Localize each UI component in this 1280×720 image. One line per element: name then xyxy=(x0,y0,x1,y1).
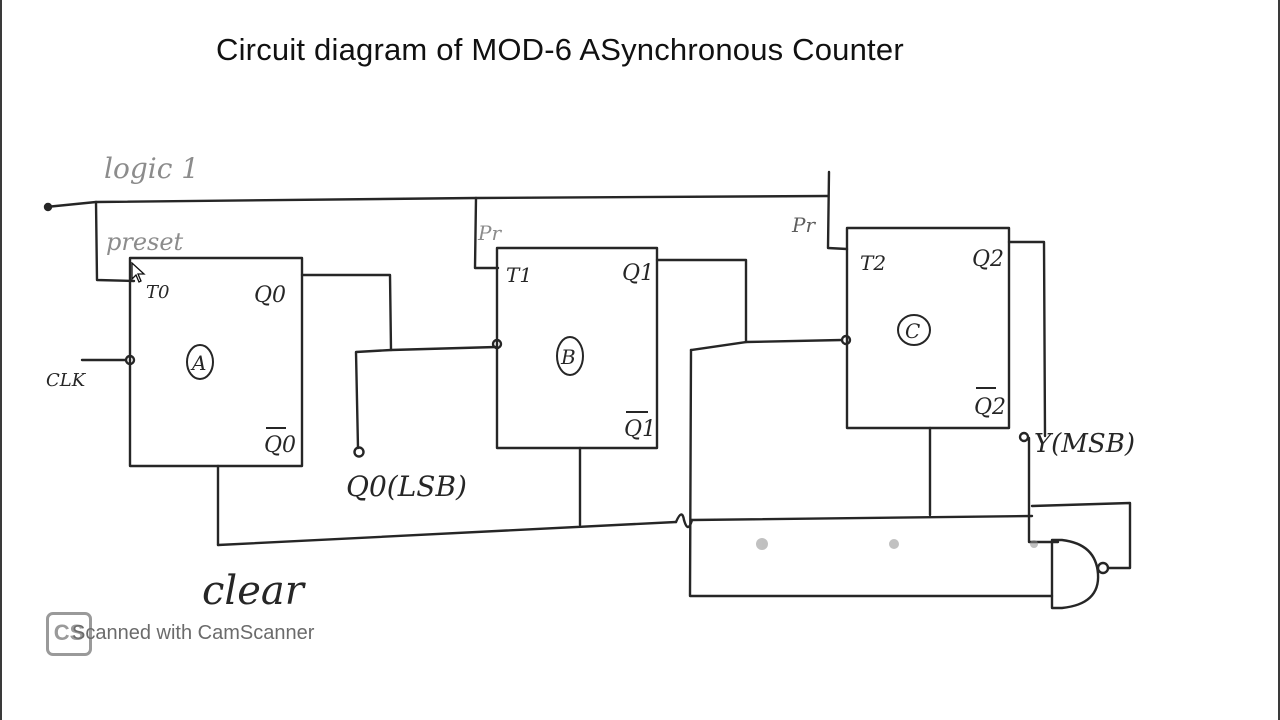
clk-label: CLK xyxy=(46,370,87,391)
flipflop-a-box xyxy=(128,256,304,468)
logic1-label: logic 1 xyxy=(104,152,199,185)
t0-label: T0 xyxy=(146,282,169,303)
qbar0-label: Q0 xyxy=(264,433,296,458)
q1-tap-wire xyxy=(689,340,748,352)
q0-lsb-terminal xyxy=(353,446,365,458)
frame-edge-left xyxy=(0,0,2,720)
q1-label: Q1 xyxy=(622,261,654,286)
gate-output-wire xyxy=(1030,501,1132,570)
q1-feedback-wire xyxy=(688,348,1054,598)
logic1-terminal xyxy=(43,202,53,212)
msb-label: Y(MSB) xyxy=(1034,429,1135,459)
watermark-text: Scanned with CamScanner xyxy=(72,622,315,644)
q2-label: Q2 xyxy=(972,247,1004,272)
flipflop-c-box xyxy=(845,226,1011,430)
mouse-cursor-icon xyxy=(131,261,147,289)
flipflop-b-label: B xyxy=(560,345,576,369)
camscanner-logo-icon: CS xyxy=(46,612,92,656)
pr-b-label: Pr xyxy=(477,221,502,245)
q0-wire xyxy=(300,273,498,352)
camscanner-watermark: CS Scanned with CamScanner xyxy=(46,610,376,658)
clear-bus-wire xyxy=(216,514,1034,547)
scan-smudge xyxy=(756,538,768,550)
q1-wire xyxy=(655,258,844,344)
qbar2-label: Q2 xyxy=(974,395,1006,420)
scan-smudge xyxy=(1030,540,1038,548)
t2-label: T2 xyxy=(860,251,886,275)
preset-b-wire xyxy=(473,196,500,270)
q2-msb-terminal xyxy=(1018,431,1030,443)
page-title: Circuit diagram of MOD-6 ASynchronous Co… xyxy=(216,32,904,67)
q2-wire xyxy=(1007,240,1047,438)
q0-lsb-wire xyxy=(354,348,393,450)
t1-label: T1 xyxy=(506,263,532,287)
flipflop-a-mark xyxy=(186,344,214,380)
nand-bubble xyxy=(1096,561,1110,575)
flipflop-c-clk-node xyxy=(840,334,852,346)
frame-edge-right xyxy=(1278,0,1280,720)
preset-c-wire xyxy=(826,170,849,251)
flipflop-a-label: A xyxy=(190,351,206,375)
flipflop-c-mark xyxy=(897,314,931,346)
preset-label: preset xyxy=(106,228,184,256)
scan-smudge xyxy=(889,539,899,549)
flipflop-b-clk-node xyxy=(491,338,503,350)
preset-a-wire xyxy=(94,200,136,283)
flipflop-c-label: C xyxy=(905,319,920,343)
lsb-label: Q0(LSB) xyxy=(346,470,467,503)
logic1-wire xyxy=(44,194,830,209)
nand-gate xyxy=(1050,538,1100,610)
q0-label: Q0 xyxy=(254,283,286,308)
clear-label: clear xyxy=(202,568,307,614)
flipflop-b-mark xyxy=(556,336,584,376)
qbar1-label: Q1 xyxy=(624,417,656,442)
q2-to-gate-wire xyxy=(1027,436,1060,544)
pr-c-label: Pr xyxy=(791,213,816,237)
